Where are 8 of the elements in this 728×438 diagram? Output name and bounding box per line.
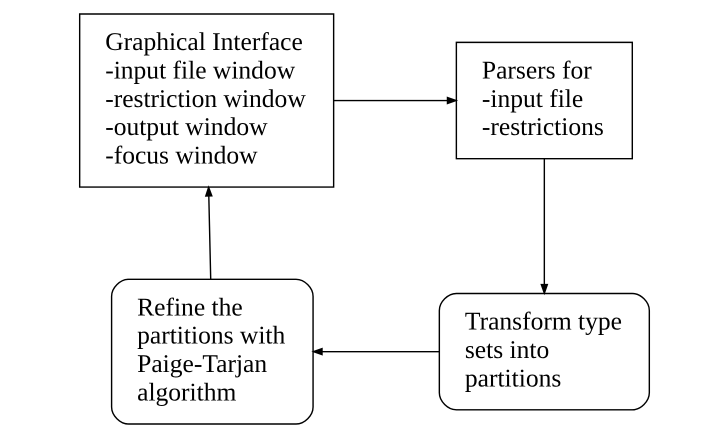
- node-box: Refine the partitions with Paige-Tarjan algorithm: [110, 278, 314, 425]
- arrow: [204, 185, 212, 280]
- arrow: [333, 96, 458, 105]
- node-box: Transform type sets into partitions: [438, 292, 650, 411]
- node-box: Graphical Interface -input file window -restriction window -output window -focus window: [78, 13, 334, 188]
- arrow: [540, 158, 548, 296]
- arrow: [310, 348, 439, 356]
- node-box: Parsers for -input file -restrictions: [455, 42, 632, 160]
